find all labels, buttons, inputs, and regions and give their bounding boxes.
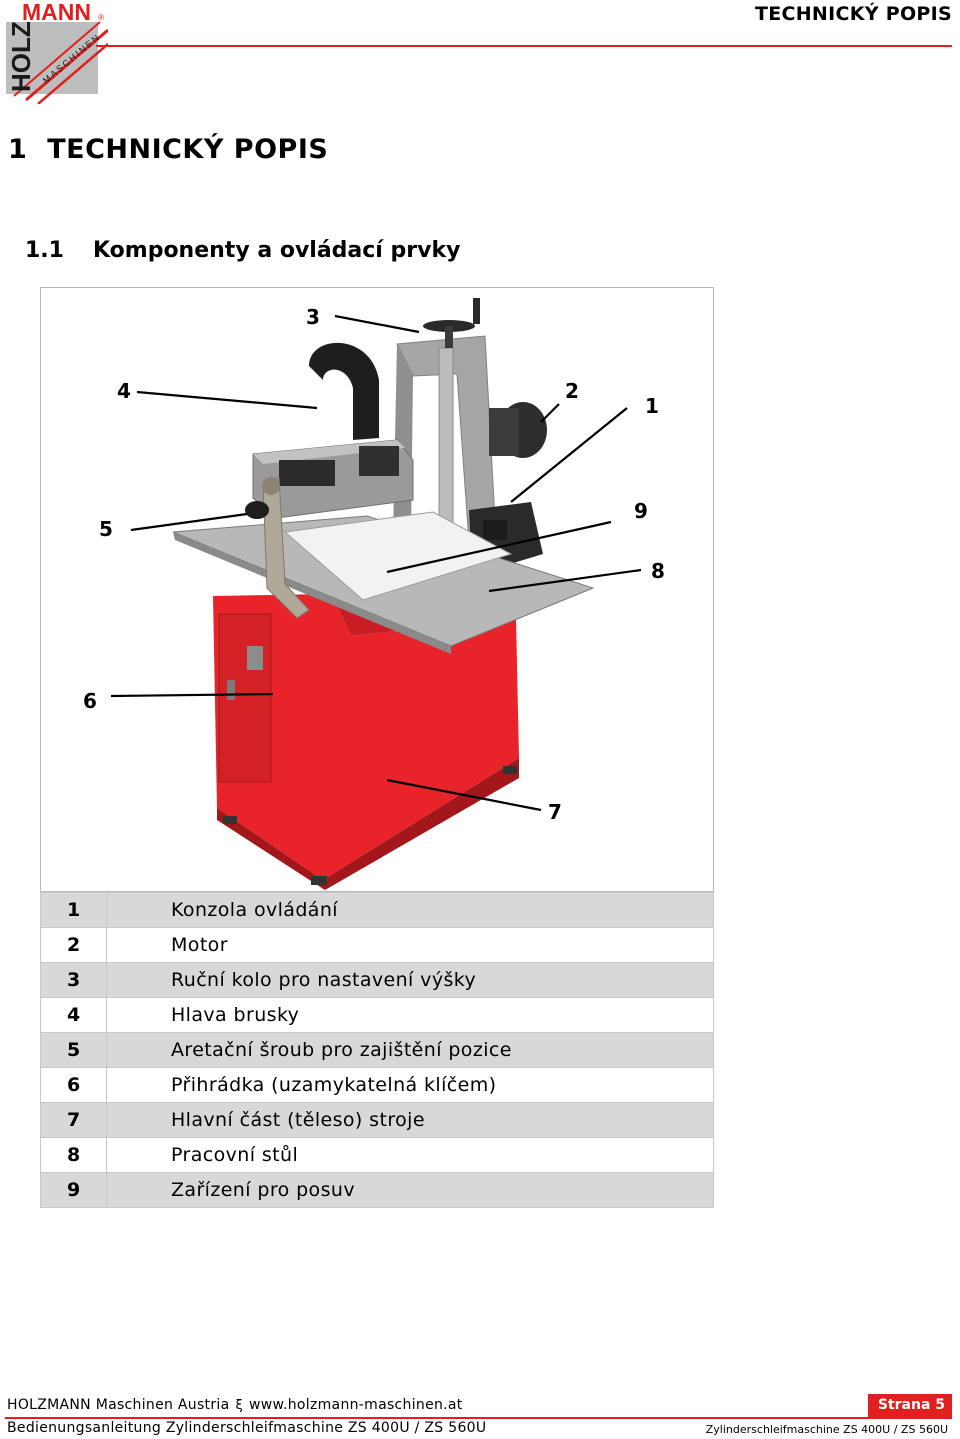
logo-trademark: ® — [98, 13, 104, 22]
logo-brand-side: HOLZ — [6, 21, 36, 92]
machine-figure: 3 4 2 1 5 9 8 6 7 — [40, 287, 714, 892]
component-name: Zařízení pro posuv — [106, 1172, 714, 1208]
callout-7: 7 — [548, 800, 562, 824]
component-name: Motor — [106, 927, 714, 963]
table-row: 1 Konzola ovládání — [40, 892, 714, 928]
components-table: 1 Konzola ovládání 2 Motor 3 Ruční kolo … — [40, 892, 714, 1208]
section-title: TECHNICKÝ POPIS — [47, 134, 329, 165]
table-row: 6 Přihrádka (uzamykatelná klíčem) — [40, 1067, 714, 1103]
component-number: 2 — [40, 927, 107, 963]
component-number: 9 — [40, 1172, 107, 1208]
section-heading: 1 TECHNICKÝ POPIS — [8, 134, 328, 165]
callout-6: 6 — [83, 689, 97, 713]
component-name: Konzola ovládání — [106, 892, 714, 928]
logo-brand-top: MANN — [22, 0, 91, 25]
header-title: TECHNICKÝ POPIS — [754, 3, 952, 25]
footer-company: HOLZMANN Maschinen Austria — [7, 1397, 230, 1413]
component-number: 1 — [40, 892, 107, 928]
component-number: 3 — [40, 962, 107, 998]
table-row: 9 Zařízení pro posuv — [40, 1172, 714, 1208]
subsection-title: Komponenty a ovládací prvky — [93, 238, 461, 263]
callout-1: 1 — [645, 394, 659, 418]
component-number: 7 — [40, 1102, 107, 1138]
table-row: 8 Pracovní stůl — [40, 1137, 714, 1173]
callout-3: 3 — [306, 305, 320, 329]
holzmann-logo: MANN ® HOLZ MASCHINEN — [4, 0, 109, 105]
footer-contact: HOLZMANN Maschinen Austria ξ www.holzmann-… — [7, 1397, 463, 1413]
table-row: 7 Hlavní část (těleso) stroje — [40, 1102, 714, 1138]
footer-separator: ξ — [235, 1398, 244, 1413]
component-name: Ruční kolo pro nastavení výšky — [106, 962, 714, 998]
table-row: 2 Motor — [40, 927, 714, 963]
header-rule — [96, 45, 952, 47]
footer-model: Zylinderschleifmaschine ZS 400U / ZS 560… — [705, 1423, 948, 1436]
subsection-heading: 1.1 Komponenty a ovládací prvky — [25, 238, 460, 263]
table-row: 3 Ruční kolo pro nastavení výšky — [40, 962, 714, 998]
callout-2: 2 — [565, 379, 579, 403]
callout-9: 9 — [634, 499, 648, 523]
component-number: 6 — [40, 1067, 107, 1103]
footer-rule — [5, 1417, 952, 1419]
callout-5: 5 — [99, 517, 113, 541]
table-row: 4 Hlava brusky — [40, 997, 714, 1033]
component-number: 5 — [40, 1032, 107, 1068]
footer-website-link[interactable]: www.holzmann-maschinen.at — [249, 1397, 463, 1413]
table-row: 5 Aretační šroub pro zajištění pozice — [40, 1032, 714, 1068]
component-name: Přihrádka (uzamykatelná klíčem) — [106, 1067, 714, 1103]
machine-illustration — [110, 298, 642, 890]
footer-manual-title: Bedienungsanleitung Zylinderschleifmasch… — [7, 1420, 487, 1436]
component-name: Hlavní část (těleso) stroje — [106, 1102, 714, 1138]
page-number-badge: Strana 5 — [868, 1394, 952, 1417]
subsection-number: 1.1 — [25, 238, 64, 263]
component-name: Hlava brusky — [106, 997, 714, 1033]
component-number: 8 — [40, 1137, 107, 1173]
component-name: Aretační šroub pro zajištění pozice — [106, 1032, 714, 1068]
component-name: Pracovní stůl — [106, 1137, 714, 1173]
component-number: 4 — [40, 997, 107, 1033]
section-number: 1 — [8, 134, 28, 165]
callout-8: 8 — [651, 559, 665, 583]
callout-4: 4 — [117, 379, 131, 403]
